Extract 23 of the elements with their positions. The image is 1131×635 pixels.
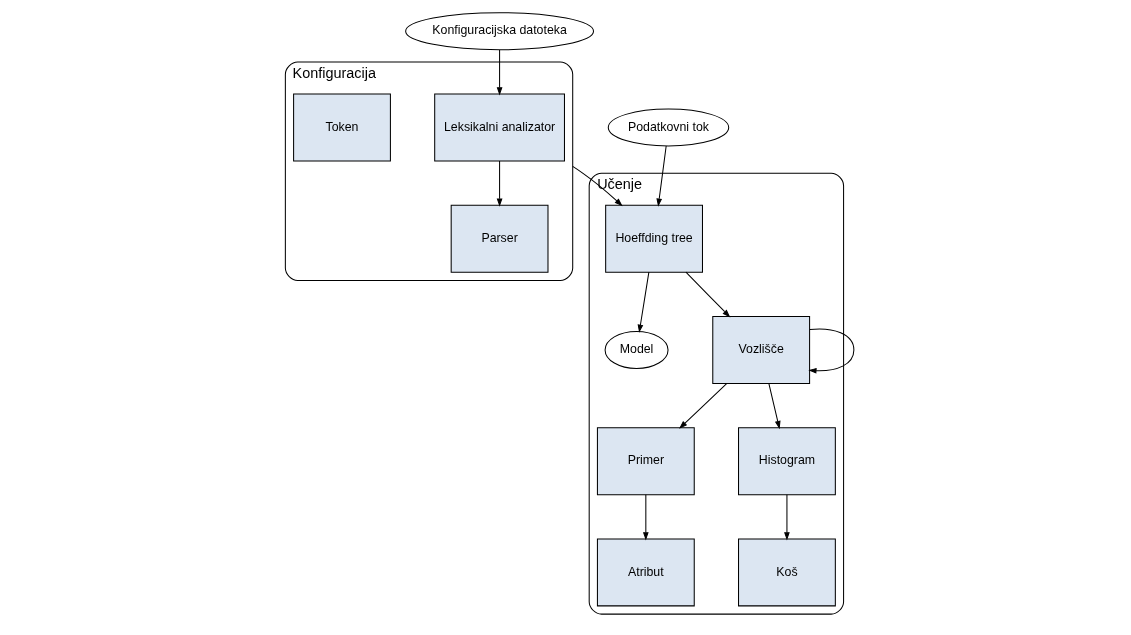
- arrow: [637, 271, 650, 333]
- arrow: [496, 160, 503, 207]
- arrow: [784, 494, 790, 541]
- node-box: Koš: [738, 538, 836, 607]
- node-box: Primer: [596, 427, 695, 496]
- node-box: Token: [293, 93, 391, 162]
- arrow: [768, 382, 781, 430]
- arrow: [685, 271, 731, 318]
- arrow: [679, 382, 728, 429]
- node-box: Histogram: [738, 427, 836, 496]
- node-box: Leksikalni analizator: [434, 93, 565, 162]
- node-box: Parser: [450, 204, 549, 273]
- node-ellipse: Konfiguracijska datoteka: [405, 12, 595, 51]
- arrow: [808, 328, 855, 374]
- arrow: [642, 494, 649, 541]
- arrow: [656, 145, 667, 207]
- node-ellipse: Podatkovni tok: [607, 108, 730, 147]
- node-ellipse: Model: [604, 330, 669, 369]
- arrow: [572, 165, 623, 207]
- node-box: Atribut: [596, 538, 695, 607]
- arrow: [496, 49, 503, 96]
- node-box: Hoeffding tree: [605, 204, 703, 273]
- node-box: Vozlišče: [712, 315, 811, 384]
